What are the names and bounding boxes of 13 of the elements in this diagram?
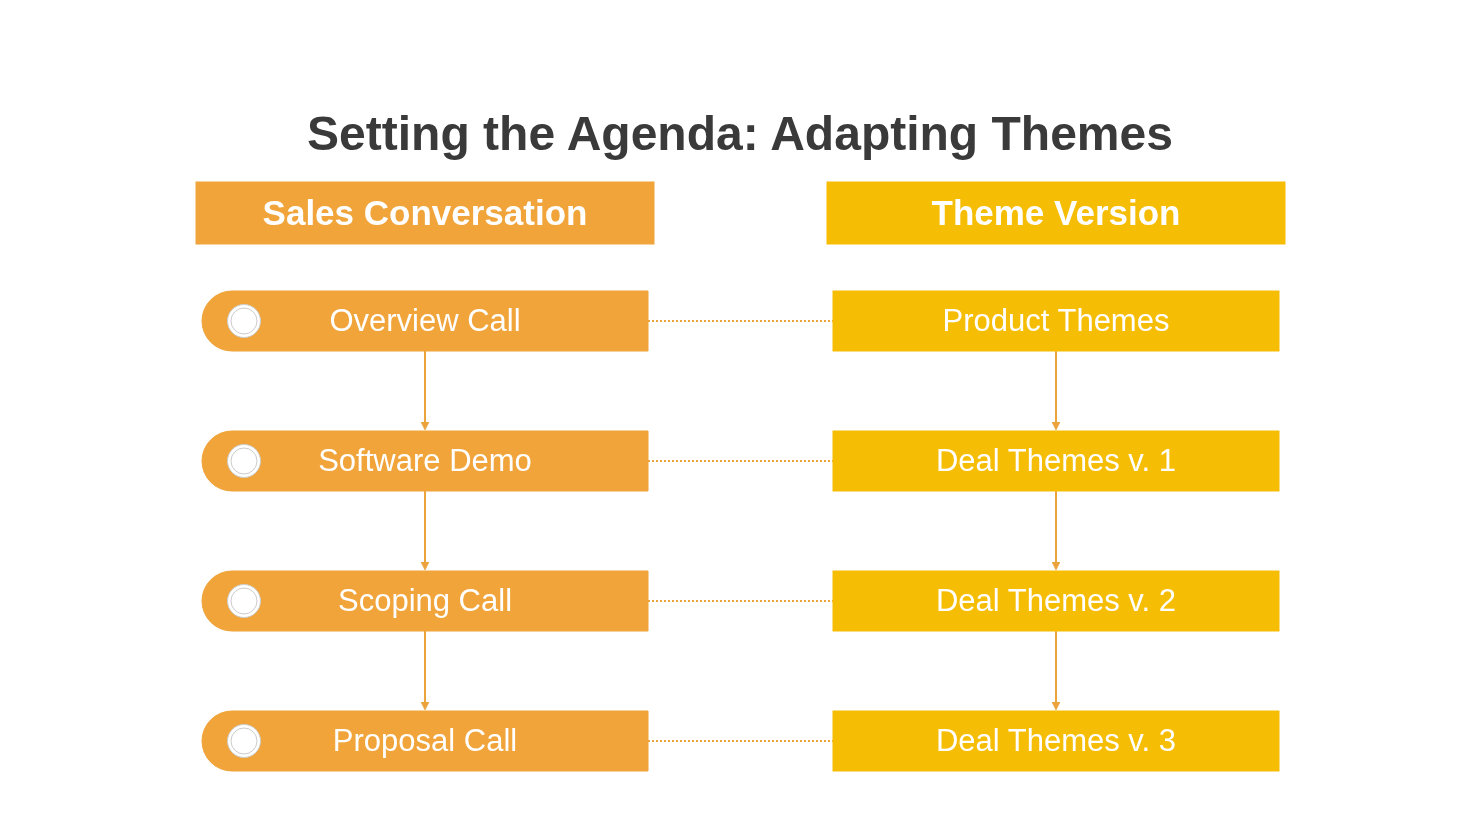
arrow [420, 630, 429, 711]
node-box: Product Themes [832, 290, 1279, 352]
arrow [420, 350, 429, 431]
title: Setting the Agenda: Adapting Themes [307, 106, 1173, 162]
node-box: Deal Themes v. 1 [832, 430, 1279, 492]
arrow [1051, 350, 1060, 431]
node-box: Deal Themes v. 2 [832, 570, 1279, 632]
arrow [420, 490, 429, 571]
node-box: Deal Themes v. 3 [832, 710, 1279, 772]
node-box: Sales Conversation [195, 181, 654, 245]
arrow [1051, 630, 1060, 711]
node-box: Theme Version [826, 181, 1285, 245]
arrow [1051, 490, 1060, 571]
